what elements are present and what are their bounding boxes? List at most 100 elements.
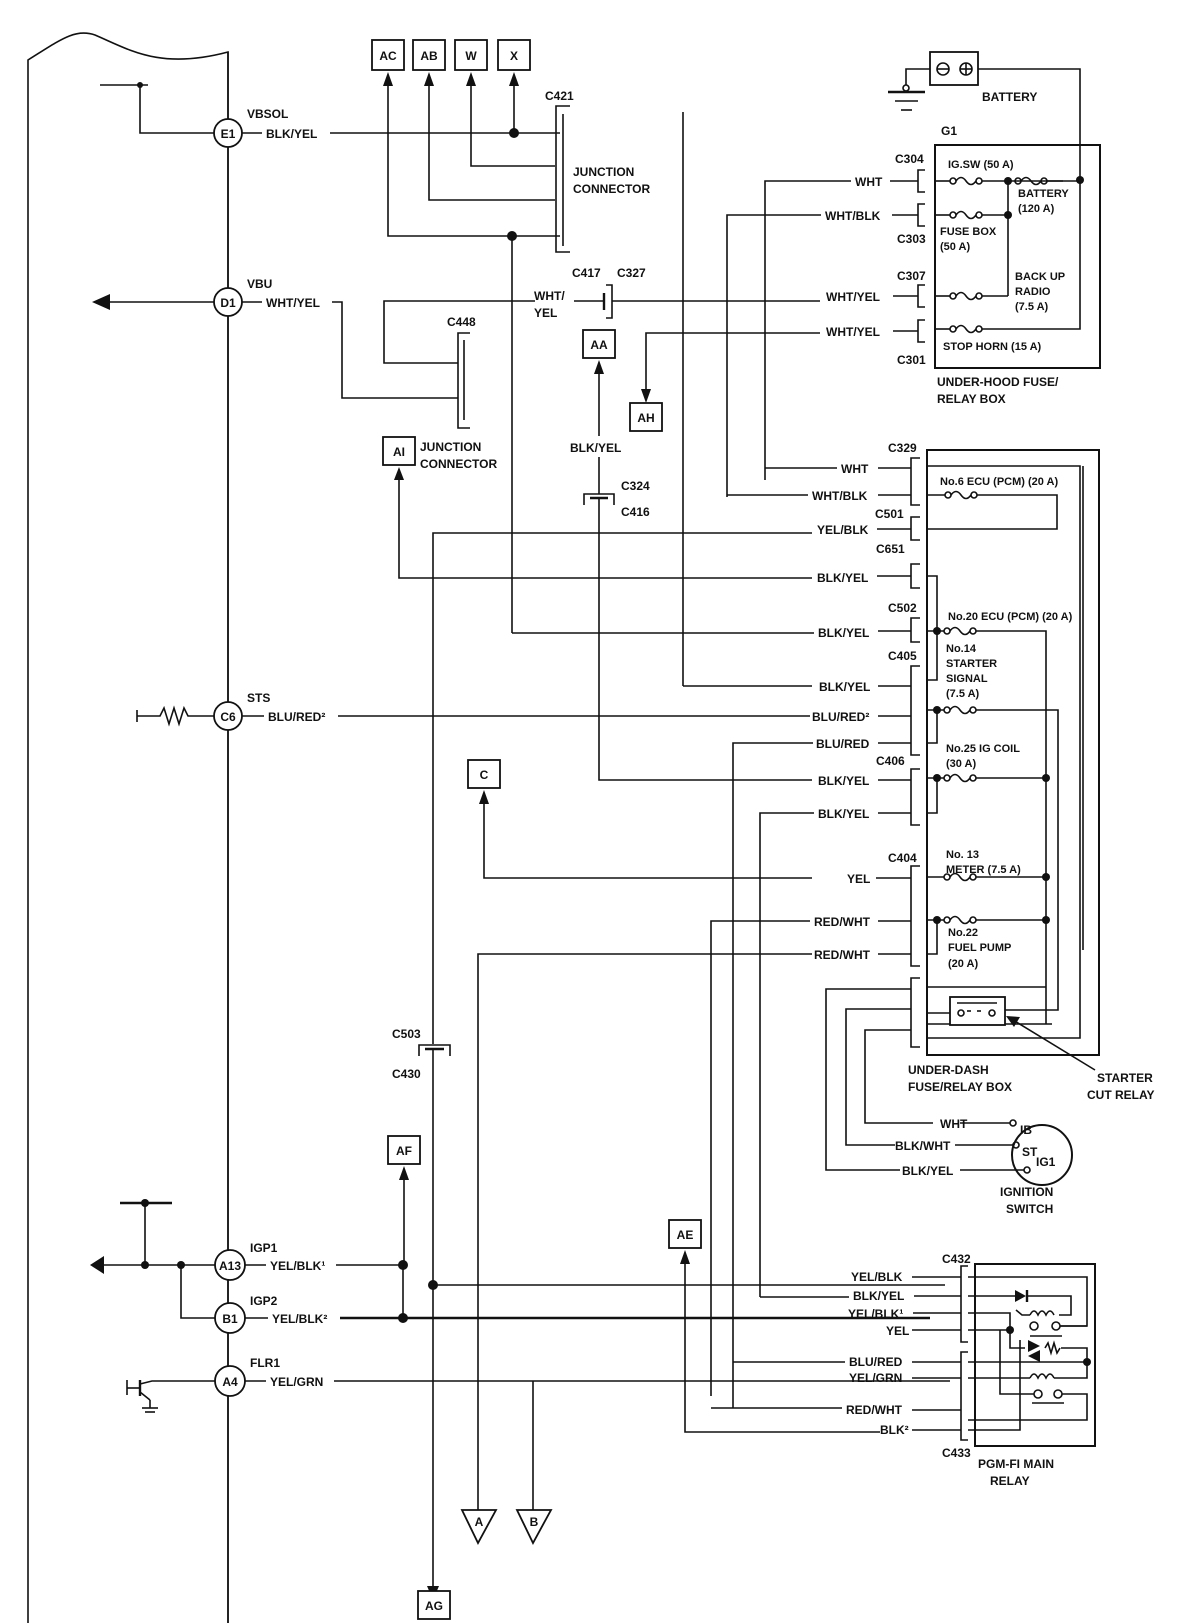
diagram-label: METER (7.5 A) xyxy=(946,864,1021,876)
ecm-pin-e1[interactable]: E1 VBSOL BLK/YEL xyxy=(100,82,560,148)
diagram-label: C651 xyxy=(876,542,905,556)
diagram-label: YEL xyxy=(886,1324,909,1338)
diagram-label: BLK² xyxy=(880,1423,909,1437)
diagram-label: BLK/YEL xyxy=(853,1289,904,1303)
diagram-label: STARTER xyxy=(1097,1071,1153,1085)
ecm-pin-b1[interactable]: B1 IGP2 YEL/BLK² xyxy=(180,1265,930,1334)
diagram-label: AH xyxy=(637,411,654,425)
diagram-label: WHT/BLK xyxy=(825,209,881,223)
ecm-pin-a4[interactable]: A4 FLR1 YEL/GRN xyxy=(126,1356,950,1413)
diagram-label: JUNCTION xyxy=(573,165,634,179)
diagram-label: (30 A) xyxy=(946,758,976,770)
diagram-label: BACK UP xyxy=(1015,271,1065,283)
diagram-label: UNDER-DASH xyxy=(908,1063,989,1077)
diagram-label: FUSE/RELAY BOX xyxy=(908,1080,1012,1094)
offpage-ref-ab[interactable]: AB xyxy=(412,39,555,201)
offpage-ref-a[interactable]: A xyxy=(460,953,812,1545)
connector-c417-c327: C417 C327 WHT/ YEL xyxy=(534,266,820,320)
diagram-label: BLU/RED² xyxy=(812,710,869,724)
pin-signal: IGP2 xyxy=(250,1294,278,1308)
diagram-label: No.25 IG COIL xyxy=(946,743,1020,755)
diagram-label: C xyxy=(480,768,489,782)
offpage-ref-ac[interactable]: AC xyxy=(371,39,560,237)
diagram-label: AG xyxy=(425,1599,443,1613)
wire-label: WHT/YEL xyxy=(266,296,320,310)
diagram-label: No.14 xyxy=(946,643,977,655)
diagram-label: C430 xyxy=(392,1067,421,1081)
diagram-label: AC xyxy=(379,49,397,63)
diagram-label: YEL xyxy=(847,872,870,886)
pin-signal: VBSOL xyxy=(247,107,288,121)
diagram-label: SWITCH xyxy=(1006,1202,1053,1216)
diagram-label: YEL xyxy=(534,306,557,320)
wire-label: YEL/GRN xyxy=(270,1375,323,1389)
diagram-label: (120 A) xyxy=(1018,203,1055,215)
diagram-label: C406 xyxy=(876,754,905,768)
diagram-label: C303 xyxy=(897,232,926,246)
diagram-label: AF xyxy=(396,1144,412,1158)
offpage-ref-ai[interactable]: AI xyxy=(382,436,812,579)
offpage-ref-c[interactable]: C xyxy=(467,759,812,879)
diagram-label: CONNECTOR xyxy=(420,457,497,471)
diagram-label: (7.5 A) xyxy=(1015,301,1049,313)
diagram-label: AB xyxy=(420,49,438,63)
diagram-label: No.22 xyxy=(948,927,978,939)
ecm-pin-d1[interactable]: D1 VBU WHT/YEL xyxy=(92,277,458,399)
diagram-label: SIGNAL xyxy=(946,673,988,685)
offpage-ref-ae[interactable]: AE xyxy=(668,1219,880,1433)
pgmfi-main-relay: C432 C433 YEL/BLK BLK/YEL YEL/BLK¹ YEL B… xyxy=(711,1252,1096,1488)
diagram-label: YEL/BLK xyxy=(851,1270,903,1284)
ecm-pin-c6[interactable]: C6 STS BLU/RED² xyxy=(136,691,810,731)
diagram-label: BLK/YEL xyxy=(902,1164,953,1178)
ignition-switch: WHT IB BLK/WHT ST BLK/YEL IG1 IGNITION S… xyxy=(825,988,1073,1216)
starter-cut-relay: STARTER CUT RELAY xyxy=(927,996,1155,1102)
diagram-label: C324 xyxy=(621,479,650,493)
offpage-ref-ag[interactable]: AG xyxy=(417,1590,451,1620)
diagram-label: No.6 ECU (PCM) (20 A) xyxy=(940,476,1058,488)
diagram-label: (50 A) xyxy=(940,241,970,253)
diagram-label: B xyxy=(530,1515,539,1529)
diagram-label: A xyxy=(475,1515,484,1529)
diagram-label: STOP HORN (15 A) xyxy=(943,341,1042,353)
pin-signal: STS xyxy=(247,691,270,705)
diagram-label: RELAY xyxy=(990,1474,1030,1488)
diagram-label: C416 xyxy=(621,505,650,519)
diagram-label: RED/WHT xyxy=(814,948,871,962)
battery: BATTERY G1 xyxy=(888,51,1081,180)
diagram-label: RADIO xyxy=(1015,286,1051,298)
diagram-label: C307 xyxy=(897,269,926,283)
diagram-label: C432 xyxy=(942,1252,971,1266)
wire-label: BLK/YEL xyxy=(266,127,317,141)
pin-id: B1 xyxy=(222,1312,238,1326)
offpage-ref-aa[interactable]: AA BLK/YEL C324 C416 xyxy=(570,329,812,781)
diagram-label: C433 xyxy=(942,1446,971,1460)
diagram-label: IG.SW (50 A) xyxy=(948,159,1014,171)
diagram-label: RED/WHT xyxy=(846,1403,903,1417)
ecm-pin-a13[interactable]: A13 IGP1 YEL/BLK¹ xyxy=(90,1199,408,1281)
offpage-ref-b[interactable]: B xyxy=(515,1381,553,1545)
offpage-ref-x[interactable]: X xyxy=(497,39,531,138)
diagram-label: CONNECTOR xyxy=(573,182,650,196)
diagram-label: STARTER xyxy=(946,658,997,670)
diagram-label: WHT/BLK xyxy=(812,489,868,503)
connector-c503-c430: C503 C430 xyxy=(392,532,945,1600)
pin-id: C6 xyxy=(220,710,236,724)
offpage-ref-w[interactable]: W xyxy=(454,39,555,167)
diagram-label: BLK/WHT xyxy=(895,1139,951,1153)
junction-connector-c448: C448 JUNCTION CONNECTOR xyxy=(383,300,535,471)
diagram-label: IGNITION xyxy=(1000,1185,1053,1199)
diagram-label: C421 xyxy=(545,89,574,103)
diagram-label: (20 A) xyxy=(948,958,978,970)
diagram-label: IG1 xyxy=(1036,1155,1056,1169)
diagram-label: PGM-FI MAIN xyxy=(978,1457,1054,1471)
diagram-label: BLK/YEL xyxy=(818,807,869,821)
diagram-label: JUNCTION xyxy=(420,440,481,454)
diagram-label: WHT xyxy=(841,462,869,476)
diagram-label: C501 xyxy=(875,507,904,521)
diagram-label: C502 xyxy=(888,601,917,615)
offpage-ref-ah[interactable]: AH xyxy=(629,332,820,432)
diagram-label: C329 xyxy=(888,441,917,455)
diagram-label: ST xyxy=(1022,1145,1038,1159)
offpage-ref-af[interactable]: AF xyxy=(387,1135,421,1265)
